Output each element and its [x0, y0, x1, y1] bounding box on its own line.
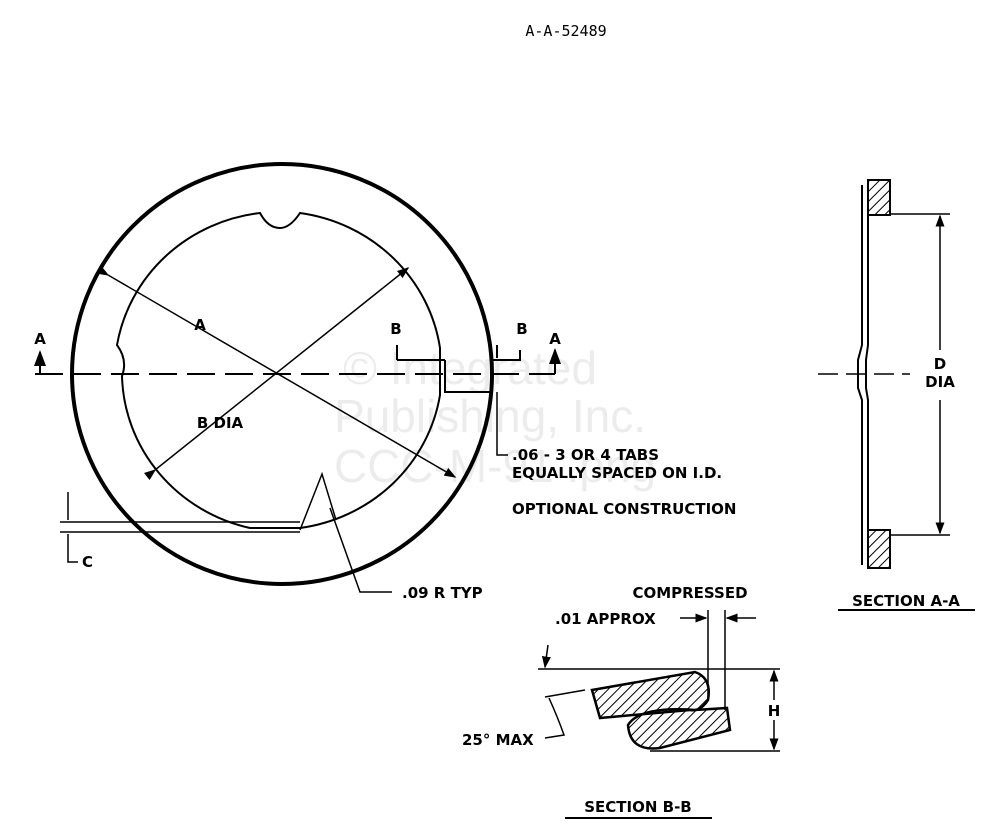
- angle-label: 25° MAX: [462, 731, 534, 749]
- compressed-label: COMPRESSED: [632, 584, 747, 602]
- dim-c-label: C: [82, 553, 93, 571]
- dim-d-dia-label: DIA: [925, 373, 955, 391]
- dim-b-line: [143, 267, 410, 481]
- section-b-label-left: B: [390, 320, 401, 338]
- plan-view: [34, 162, 561, 593]
- section-a-label-right: A: [549, 330, 561, 348]
- dim-d-label: D: [934, 355, 946, 373]
- radius-note: .09 R TYP: [402, 584, 483, 602]
- dim-h-label: H: [768, 702, 781, 720]
- approx-label: .01 APPROX: [555, 610, 656, 628]
- section-aa-title: SECTION A-A: [852, 592, 960, 610]
- optional-construction-note: OPTIONAL CONSTRUCTION: [512, 500, 736, 518]
- section-bb-view: [538, 610, 780, 819]
- section-a-label-left: A: [34, 330, 46, 348]
- section-b-label-right: B: [516, 320, 527, 338]
- section-bb-title: SECTION B-B: [584, 798, 692, 816]
- watermark-line-1: © Integrated: [343, 342, 597, 394]
- tabs-note-line-2: EQUALLY SPACED ON I.D.: [512, 464, 722, 482]
- dim-a-label: A: [194, 316, 206, 334]
- section-aa-view: [818, 179, 975, 611]
- tabs-note-line-1: .06 - 3 OR 4 TABS: [512, 446, 659, 464]
- document-number: A-A-52489: [525, 22, 606, 40]
- dim-b-label: B DIA: [197, 414, 244, 432]
